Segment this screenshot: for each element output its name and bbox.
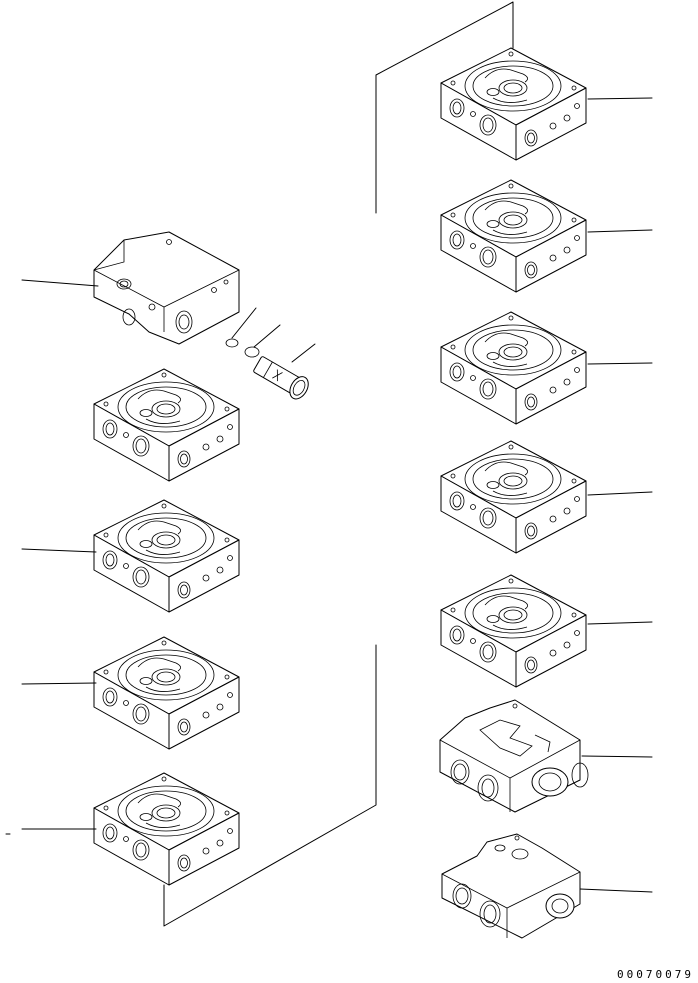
valve-section-left-3 [93, 636, 240, 750]
leader-left-3 [21, 682, 97, 685]
valve-section-left-1 [93, 368, 240, 482]
group-bracket-top [375, 1, 514, 214]
valve-section-right-4 [440, 440, 587, 554]
leader-right-3 [587, 362, 653, 365]
drawing-code: 00070079 [617, 968, 694, 981]
end-cover-part [93, 231, 240, 345]
leader-inlet-section [581, 755, 653, 758]
plug-part [253, 356, 309, 400]
leader-right-2 [587, 229, 653, 233]
leader-end-cover [21, 279, 99, 287]
leader-left-2 [21, 548, 97, 553]
leader-right-1 [587, 97, 653, 100]
inlet-section-part [439, 699, 589, 813]
valve-section-right-2 [440, 179, 587, 293]
leader-inlet-cover [579, 888, 653, 893]
inlet-cover-part [441, 833, 581, 939]
valve-section-right-3 [440, 311, 587, 425]
leader-right-5 [587, 621, 653, 625]
leader-plug [291, 343, 316, 363]
leader-o-ring [231, 307, 257, 339]
o-ring-part [225, 338, 239, 348]
leader-right-4 [587, 491, 653, 496]
backup-ring-part [244, 346, 260, 358]
leader-backup-ring [253, 324, 281, 348]
valve-section-right-5 [440, 574, 587, 688]
valve-section-right-1 [440, 47, 587, 161]
valve-section-left-4 [93, 772, 240, 886]
group-bracket-bottom [163, 644, 377, 927]
valve-section-left-2 [93, 499, 240, 613]
